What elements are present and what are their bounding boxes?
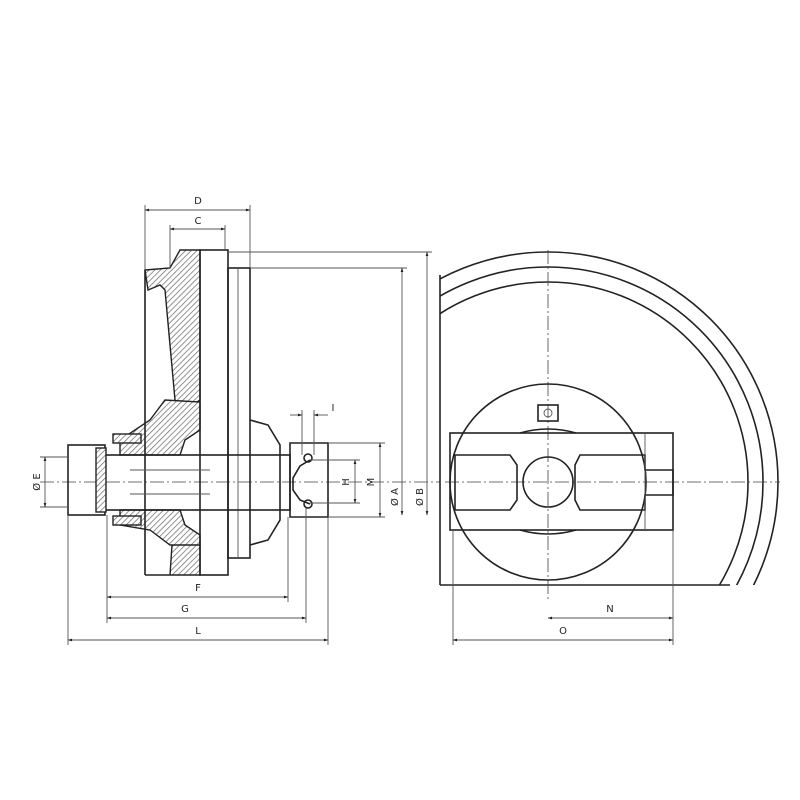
side-dimensions: D C I H M Ø A Ø B Ø E F G L [31,196,432,645]
dim-label-a: Ø A [389,488,401,506]
dim-label-g: G [181,604,189,615]
bolt-hole-lower [303,499,313,509]
flange-outer [199,249,229,576]
hub-boss [249,419,281,546]
dim-label-m: M [366,478,377,487]
shaft [104,454,291,511]
dim-label-h: H [341,478,352,486]
seal [95,447,107,513]
dim-label-f: F [195,583,201,594]
dim-label-b: Ø B [414,488,426,506]
hub-section-lower [119,509,201,546]
front-dimensions: N O [452,530,674,645]
rim-section-upper [144,249,201,411]
bracket-slot [292,459,311,505]
seal-ring-upper [112,433,142,444]
dim-label-n: N [606,604,613,615]
dim-label-o: O [559,626,567,637]
dim-label-d: D [194,196,202,207]
fill-plug [537,404,559,422]
bracket-pocket-left [454,454,518,511]
dim-label-c: C [195,216,202,227]
dim-label-i: I [332,403,335,414]
flange-inner [227,267,251,559]
shaft-circle [522,456,574,508]
dim-label-e: Ø E [31,473,43,490]
bolt-hole-upper [303,453,313,463]
hub-section-upper [119,399,201,456]
seal-ring-lower [112,515,142,526]
front-view [439,250,780,600]
dim-label-l: L [195,626,201,637]
side-section-view [40,249,440,576]
bracket-pocket-right [574,454,674,511]
